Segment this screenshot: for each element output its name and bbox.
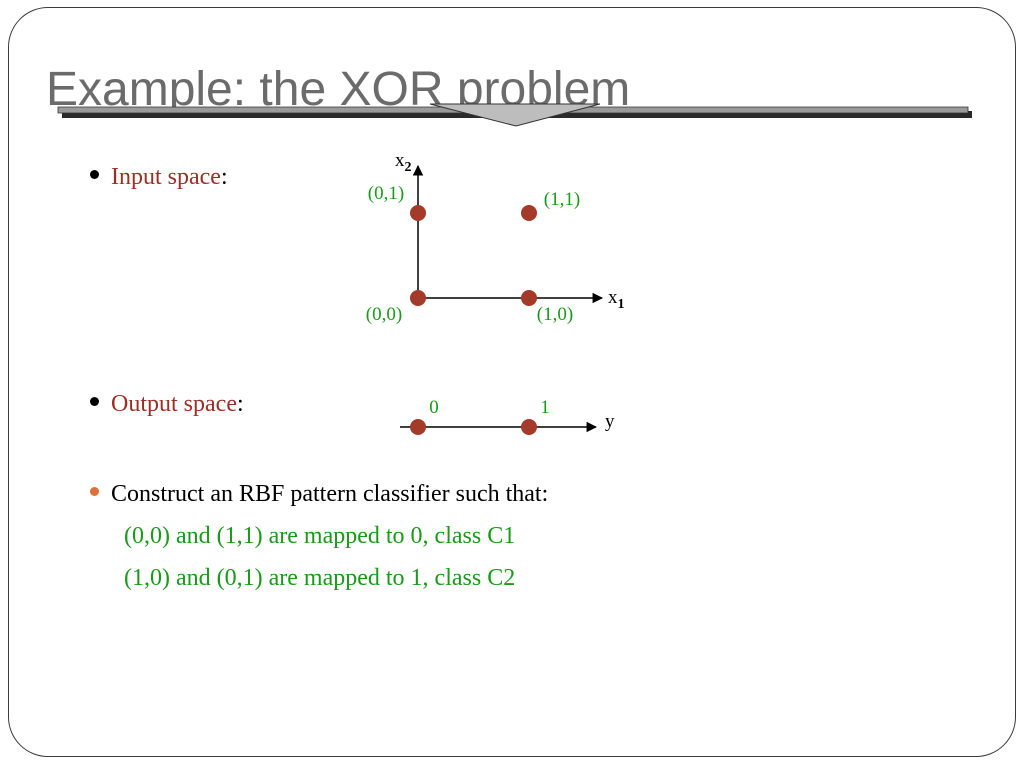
input-point-0-0	[410, 290, 426, 306]
output-point-label-1: 1	[540, 397, 550, 418]
bullet-dot	[90, 396, 99, 406]
output-space-term: Output space	[111, 391, 237, 417]
input-point-label-1-0: (1,0)	[537, 304, 573, 325]
slide-frame	[8, 7, 1016, 757]
input-point-1-1	[521, 205, 537, 221]
y-axis-label: x2	[395, 150, 412, 175]
mapping-line-c2: (1,0) and (0,1) are mapped to 1, class C…	[124, 565, 516, 591]
construct-text: Construct an RBF pattern classifier such…	[111, 481, 549, 507]
input-point-0-1	[410, 205, 426, 221]
input-point-label-0-0: (0,0)	[366, 304, 402, 325]
input-space-colon: :	[220, 164, 228, 190]
output-space-colon: :	[236, 391, 244, 417]
y-axis-subscript: 2	[405, 160, 412, 175]
x-axis-subscript: 1	[618, 297, 625, 312]
output-point-0	[410, 419, 426, 435]
bullet-dot-orange	[90, 486, 99, 496]
mapping-line-c1: (0,0) and (1,1) are mapped to 0, class C…	[124, 523, 516, 549]
output-point-label-0: 0	[429, 397, 439, 418]
input-points: (0,0) (1,0) (0,1) (1,1)	[366, 183, 580, 325]
output-point-1	[521, 419, 537, 435]
output-axis-label: y	[605, 411, 615, 432]
input-space-term: Input space	[111, 164, 221, 190]
bullet-construct: Construct an RBF pattern classifier such…	[90, 482, 548, 506]
bullet-input-space: Input space:	[90, 165, 228, 189]
input-point-label-1-1: (1,1)	[544, 189, 580, 210]
bullet-dot	[90, 169, 99, 179]
bullet-output-space: Output space:	[90, 392, 244, 416]
input-point-1-0	[521, 290, 537, 306]
input-point-label-0-1: (0,1)	[368, 183, 404, 204]
x-axis-label: x1	[608, 287, 625, 312]
